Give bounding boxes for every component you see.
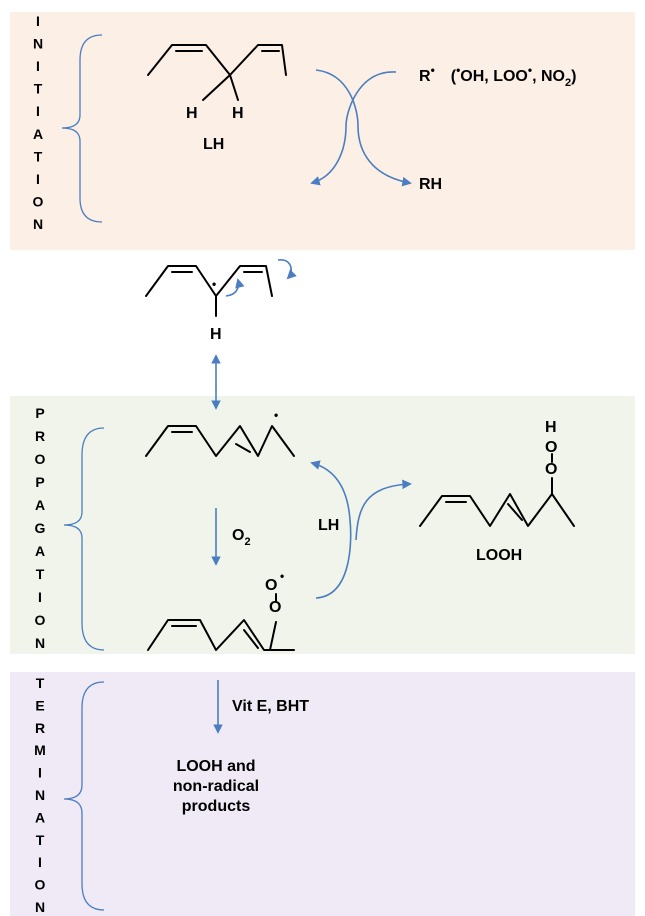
peroxyl-dot: • bbox=[280, 569, 284, 583]
rh-label: RH bbox=[419, 176, 442, 193]
peroxyl-o-upper: O bbox=[265, 577, 277, 594]
oxygen-label: O2 bbox=[232, 527, 251, 548]
termination-brace bbox=[63, 681, 105, 911]
propagation-letter: N bbox=[35, 635, 45, 651]
radical-dot: • bbox=[212, 277, 216, 291]
termination-letter: T bbox=[36, 675, 45, 691]
propagation-letter: T bbox=[36, 566, 45, 582]
initiation-letter: N bbox=[33, 36, 43, 52]
propagation-letter: G bbox=[35, 520, 46, 536]
initiation-letter: I bbox=[36, 171, 40, 187]
termination-products-line2: non-radical bbox=[173, 778, 259, 795]
termination-panel bbox=[10, 672, 635, 916]
propagation-letter: O bbox=[35, 612, 46, 628]
lipid-radical bbox=[145, 265, 273, 317]
initiation-arrow-to-radical bbox=[310, 71, 397, 186]
termination-letter: R bbox=[35, 720, 45, 736]
propagation-letter: P bbox=[35, 474, 44, 490]
looh-label: LOOH bbox=[476, 547, 522, 564]
propagation-letter: A bbox=[35, 497, 45, 513]
termination-letter: N bbox=[35, 787, 45, 803]
looh-o-upper: O bbox=[545, 439, 557, 456]
conjugated-radical-dot: • bbox=[274, 408, 278, 422]
termination-letter: A bbox=[35, 809, 45, 825]
propagation-arrow-return bbox=[310, 460, 352, 599]
termination-letter: M bbox=[34, 742, 46, 758]
propagation-letter: P bbox=[35, 405, 44, 421]
initiation-letter: T bbox=[34, 81, 43, 97]
peroxyl-radical bbox=[147, 593, 295, 651]
looh-h: H bbox=[545, 419, 557, 436]
initiation-letter: T bbox=[34, 148, 43, 164]
propagation-arrow-to-looh bbox=[355, 479, 412, 541]
propagation-letter: O bbox=[35, 451, 46, 467]
initiator-radical-label: R•(•OH, LOO•, NO2) bbox=[419, 63, 576, 89]
propagation-letter: A bbox=[35, 543, 45, 559]
termination-products-line1: LOOH and bbox=[176, 758, 255, 775]
lh-donor-label: LH bbox=[318, 517, 339, 534]
initiation-letter: I bbox=[36, 13, 40, 29]
conjugated-radical bbox=[145, 425, 295, 457]
termination-letter: T bbox=[36, 832, 45, 848]
propagation-panel bbox=[10, 396, 635, 654]
h-right-label: H bbox=[232, 105, 244, 122]
initiation-letter: O bbox=[33, 193, 44, 209]
propagation-letter: R bbox=[35, 428, 45, 444]
looh-molecule bbox=[419, 453, 575, 527]
termination-products-line3: products bbox=[182, 798, 251, 815]
propagation-letter: I bbox=[38, 589, 42, 605]
looh-o-lower: O bbox=[545, 461, 557, 478]
termination-letter: N bbox=[35, 899, 45, 915]
h-left-label: H bbox=[186, 105, 198, 122]
termination-letter: O bbox=[35, 877, 46, 893]
initiation-brace bbox=[61, 34, 103, 223]
peroxyl-o-lower: O bbox=[269, 599, 281, 616]
initiation-panel bbox=[10, 12, 635, 250]
termination-letter: I bbox=[38, 765, 42, 781]
radical-h-label: H bbox=[210, 326, 222, 343]
initiation-letter: A bbox=[33, 126, 43, 142]
lh-molecule bbox=[147, 44, 287, 101]
propagation-brace bbox=[63, 427, 105, 651]
initiation-arrow-to-rh bbox=[315, 69, 412, 187]
initiation-letter: N bbox=[33, 216, 43, 232]
electron-shift-arrow-2 bbox=[277, 259, 297, 280]
electron-shift-arrow-1 bbox=[225, 278, 245, 297]
initiation-letter: I bbox=[36, 58, 40, 74]
lh-label: LH bbox=[203, 136, 224, 153]
termination-letter: E bbox=[35, 697, 44, 713]
initiation-letter: I bbox=[36, 103, 40, 119]
termination-letter: I bbox=[38, 854, 42, 870]
termination-agents: Vit E, BHT bbox=[232, 698, 309, 715]
